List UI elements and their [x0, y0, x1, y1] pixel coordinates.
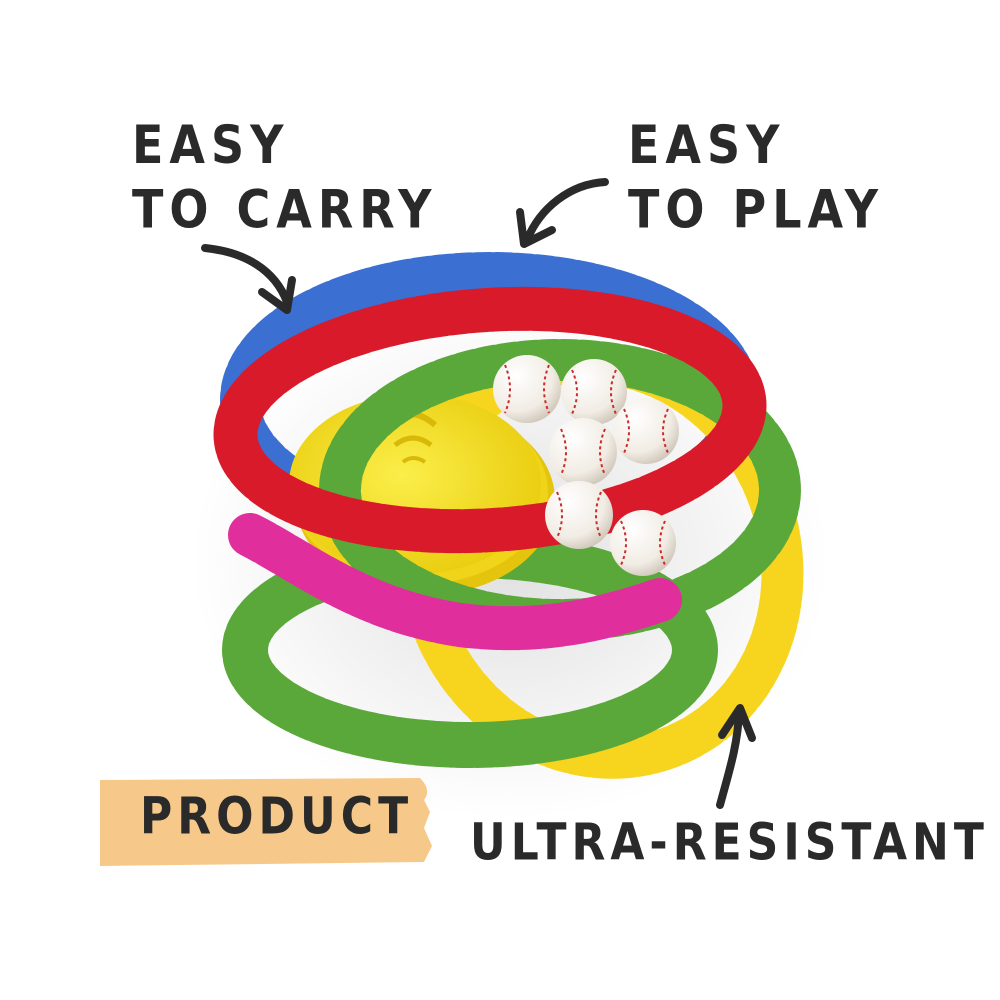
arrow-play-icon	[516, 178, 609, 248]
product-badge-shape	[100, 778, 432, 866]
product-label: PRODUCT	[140, 787, 414, 847]
ball	[545, 481, 613, 549]
caption-line: TO PLAY	[628, 177, 885, 240]
ring-pink	[228, 513, 682, 651]
caption-line: EASY	[628, 113, 786, 176]
caption-easy-to-carry: EASY TO CARRY	[132, 118, 438, 235]
caption-line: EASY	[132, 113, 290, 176]
arrow-resistant-icon	[716, 704, 756, 809]
caption-line: TO CARRY	[132, 177, 438, 240]
ball	[549, 418, 617, 486]
ring-red	[213, 286, 767, 554]
caption-ultra-resistant: ULTRA-RESISTANT	[470, 813, 989, 873]
ball	[561, 359, 627, 425]
arrow-carry-icon	[201, 244, 296, 314]
ball	[613, 398, 679, 464]
caption-easy-to-play: EASY TO PLAY	[628, 118, 884, 235]
ball	[493, 355, 561, 423]
ball	[610, 510, 676, 576]
ball-group	[493, 355, 679, 576]
